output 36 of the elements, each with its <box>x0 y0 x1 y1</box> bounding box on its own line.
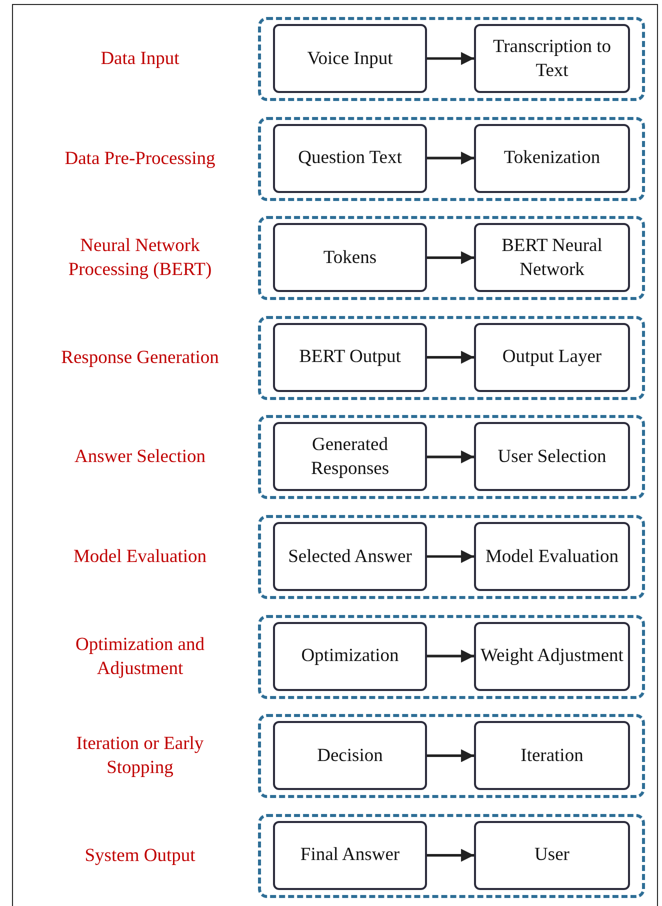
arrow <box>427 848 474 862</box>
process-box: User Selection <box>474 422 630 492</box>
stage-heading: Data Pre-Processing <box>64 148 216 171</box>
process-box: Weight Adjustment <box>474 622 630 691</box>
arrow <box>427 52 474 65</box>
process-box: Model Evaluation <box>474 522 630 591</box>
stage-heading: Response Generation <box>60 346 220 370</box>
process-box: Optimization <box>273 622 427 691</box>
process-box: Decision <box>273 721 427 790</box>
stage-heading: Iteration or Early Stopping <box>75 733 205 780</box>
process-box: Question Text <box>273 124 427 193</box>
process-box: Tokens <box>273 223 427 292</box>
arrow <box>427 749 474 762</box>
process-box: User <box>474 820 630 890</box>
arrow <box>427 152 474 165</box>
process-box: Transcription to Text <box>474 24 630 93</box>
arrow <box>427 650 474 663</box>
stage-heading: Neural Network Processing (BERT) <box>67 235 213 282</box>
stage-heading: Optimization and Adjustment <box>74 634 206 681</box>
stage-heading: Data Input <box>100 48 180 71</box>
arrow <box>427 550 474 563</box>
stage-heading: Answer Selection <box>73 446 206 470</box>
process-box: BERT Output <box>273 322 427 392</box>
process-box: Final Answer <box>273 820 427 890</box>
stage-heading: Model Evaluation <box>72 546 208 569</box>
arrow <box>427 450 474 464</box>
process-box: Iteration <box>474 721 630 790</box>
process-box: Voice Input <box>273 24 427 93</box>
arrow <box>427 350 474 364</box>
arrow <box>427 251 474 264</box>
process-box: Selected Answer <box>273 522 427 591</box>
stage-heading: System Output <box>84 844 196 868</box>
process-box: Tokenization <box>474 124 630 193</box>
process-box: BERT Neural Network <box>474 223 630 292</box>
process-box: Output Layer <box>474 322 630 392</box>
process-box: Generated Responses <box>273 422 427 492</box>
